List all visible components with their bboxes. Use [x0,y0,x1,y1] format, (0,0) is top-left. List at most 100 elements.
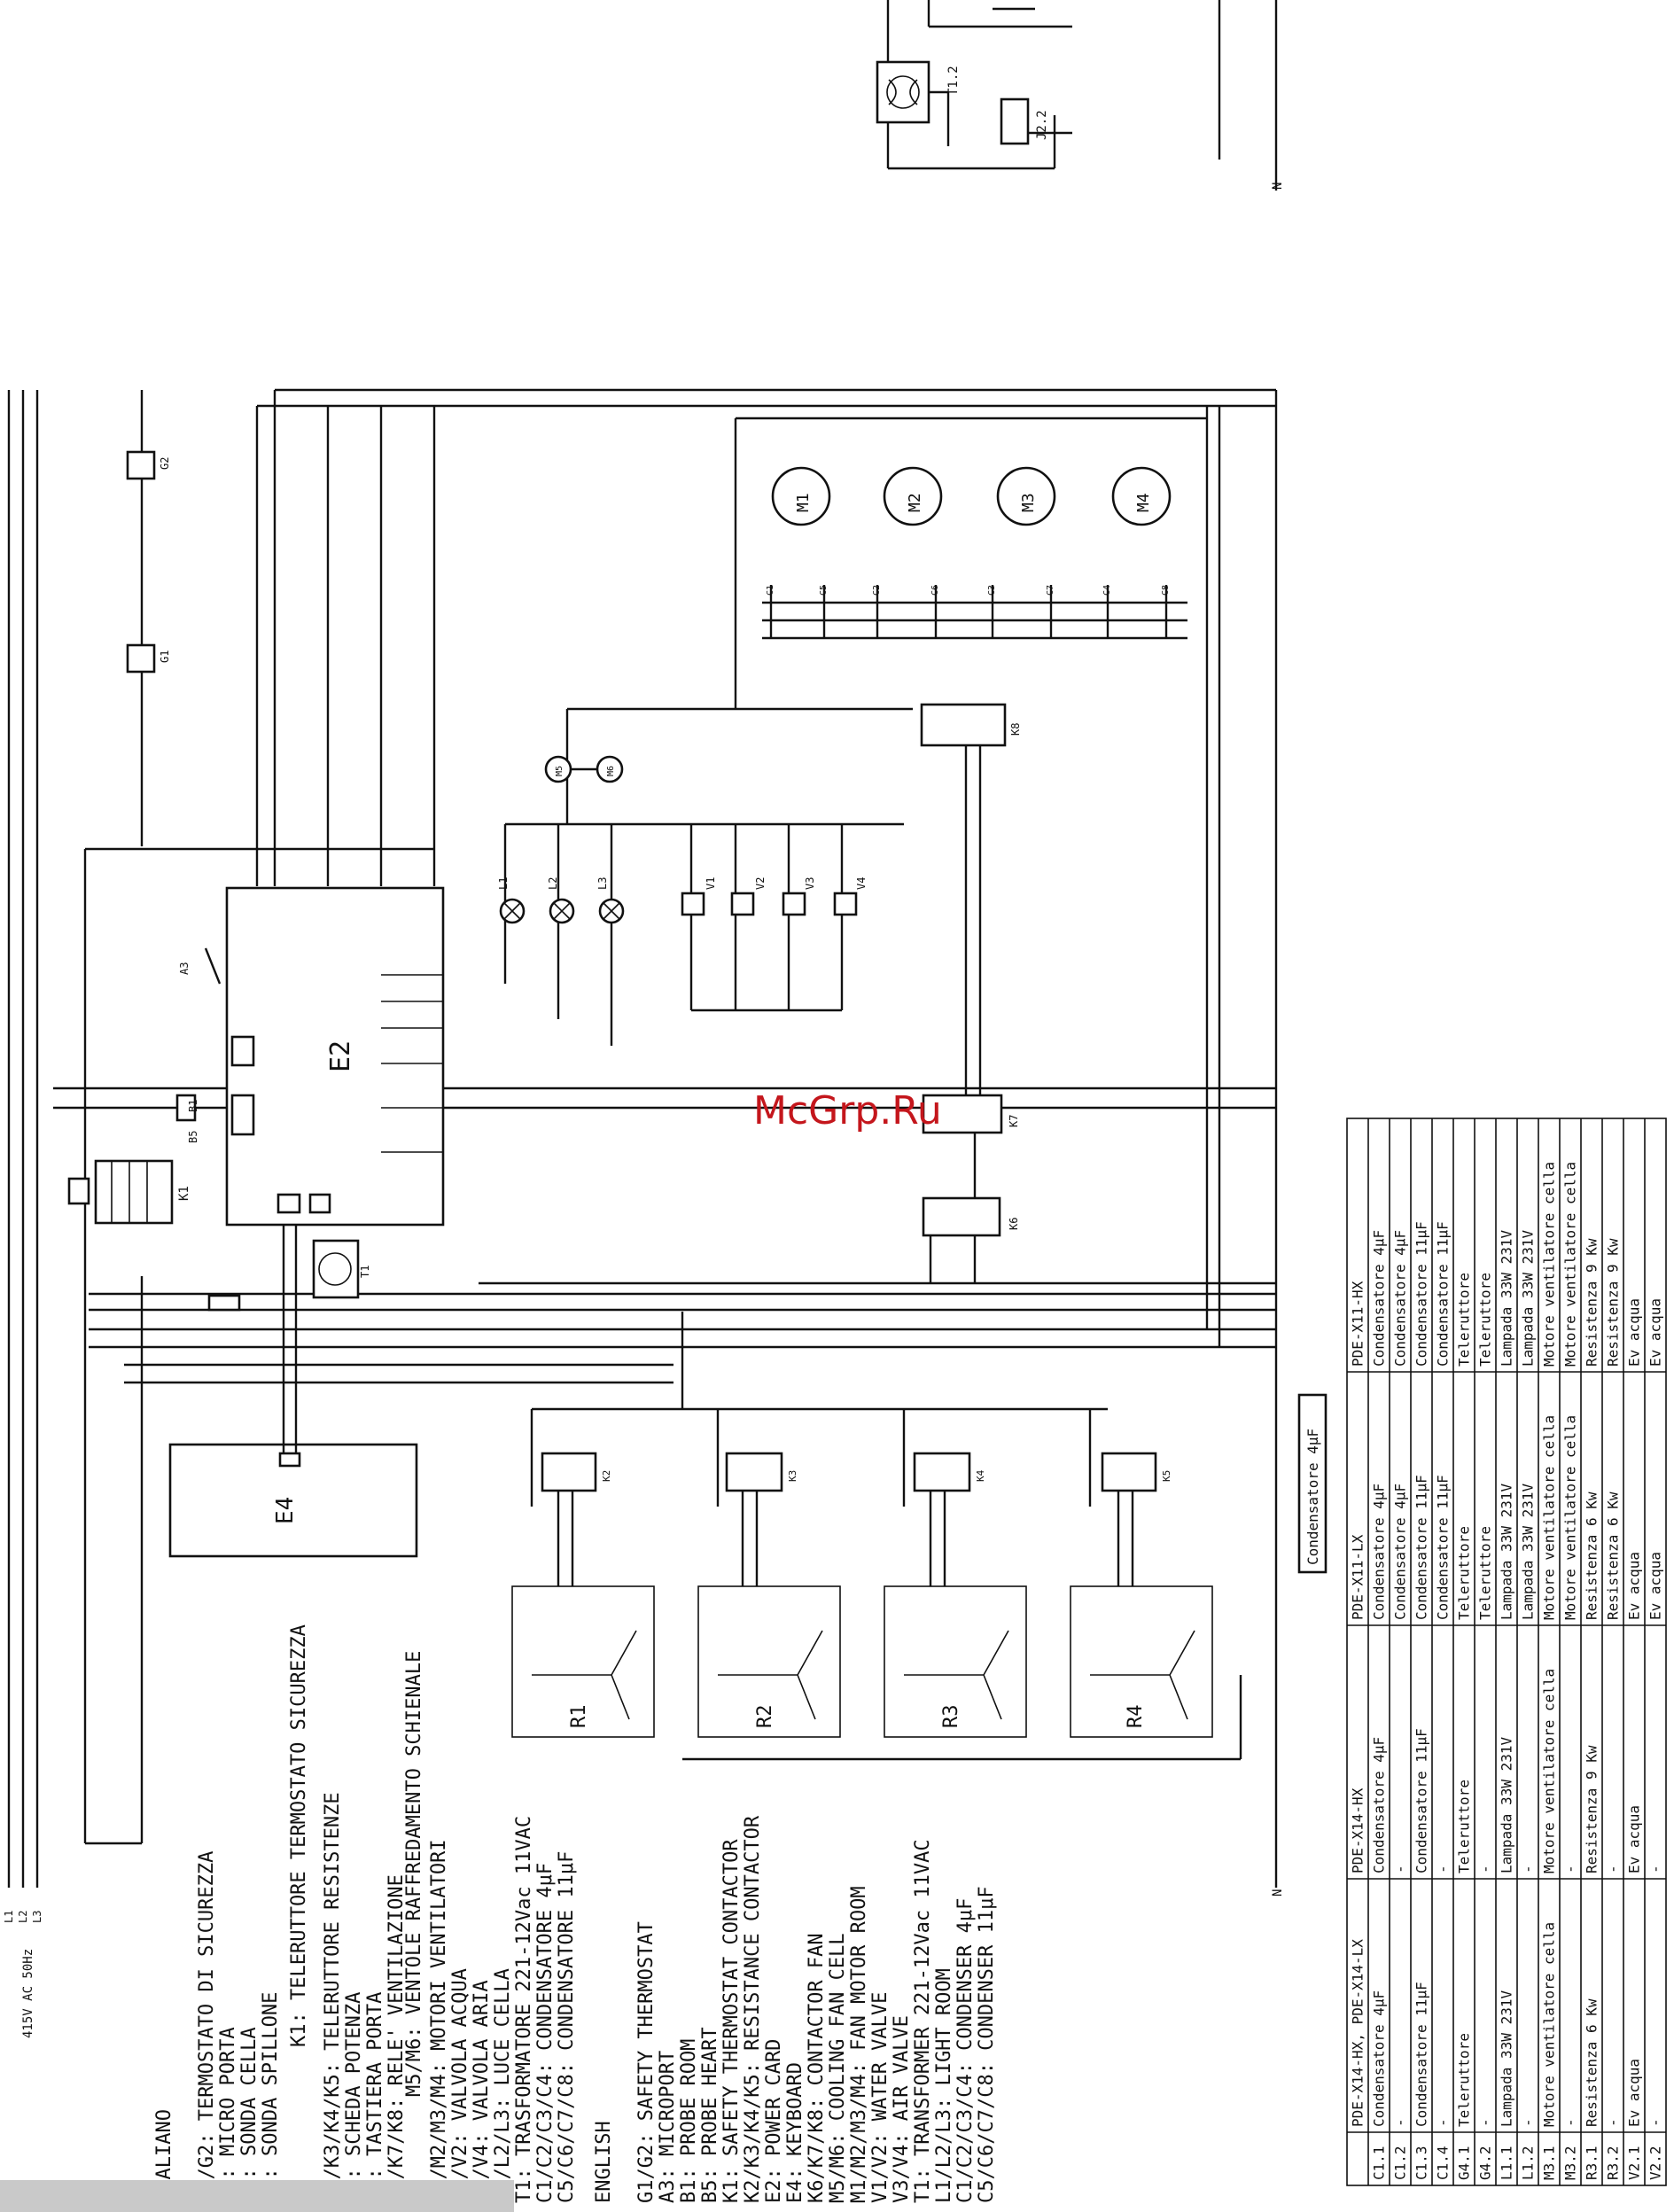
label-r3: R3 [940,1705,962,1729]
table-cell: - [1391,1865,1408,1873]
table-cell: R3.1 [1583,2146,1600,2180]
table-cell: Ev acqua [1647,1298,1663,1367]
label-neutral: N [1271,1889,1285,1897]
label-m1: M1 [794,493,813,512]
legend-en-line: E4: KEYBOARD [784,2062,806,2203]
table-cell: Resistenza 9 Kw [1583,1238,1600,1367]
table-cell: Motore ventilatore cella [1540,1415,1557,1620]
table-cell: Teleruttore [1476,1273,1493,1367]
motors: M1 M2 M3 M4 C1 C5 C2 C6 C3 C7 C4 C8 [734,417,1207,709]
label-k4: K4 [975,1469,986,1482]
table-cell: - [1561,2118,1578,2127]
label-l2: L2 [547,877,559,890]
top-fragment: T1.2 J2.2 N [876,0,1285,191]
label-c7: C7 [1046,585,1055,596]
label-t12: T1.2 [946,66,961,96]
contactor-k1: K1 [67,1159,191,1225]
label-r2: R2 [754,1705,776,1729]
table-cell: - [1604,2118,1621,2127]
table-cell: Teleruttore [1455,1780,1472,1873]
table-cell: Lampada 33W 231V [1519,1230,1536,1367]
table-cell: M3.2 [1561,2146,1578,2180]
table-cell: - [1647,2118,1663,2127]
table-cell: Motore ventilatore cella [1540,1162,1557,1367]
legend-en-line: K6/K7/K8: CONTACTOR FAN [806,1933,828,2203]
table-cell: Lampada 33W 231V [1498,1484,1514,1620]
table-cell: Teleruttore [1455,1526,1472,1620]
label-v3: V3 [804,877,816,890]
table-cell: Condensatore 4μF [1370,1230,1387,1367]
table-cell: Teleruttore [1476,1526,1493,1620]
table-header: PDE-X14-HX, PDE-X14-LX [1349,1939,1366,2127]
table-cell: C1.3 [1413,2146,1429,2180]
table-cell: Lampada 33W 231V [1498,1990,1514,2127]
label-v1: V1 [705,877,717,890]
table-cell: V2.1 [1625,2146,1642,2180]
table-cell: C1.4 [1434,2146,1451,2180]
table-cell: Teleruttore [1455,1273,1472,1367]
contactor-k8: K8 [920,703,1022,1099]
legend-it-line: K6/K7/K8: RELE' VENTILAZIONE [385,1874,408,2203]
supply-bus: L1 L2 L3 415V AC 50Hz N [3,390,1285,2038]
table-cell: Resistenza 6 Kw [1583,1492,1600,1620]
table-cell: Condensatore 4μF [1370,1737,1387,1873]
label-b1: B1 [187,1100,199,1112]
legend-it-line: A3: MICRO PORTA [217,2027,239,2203]
label-r1: R1 [568,1705,590,1729]
table-cell: Resistenza 9 Kw [1604,1238,1621,1367]
label-v2: V2 [754,877,767,890]
lights: L1 L2 L3 [497,822,904,1046]
table-cell: - [1519,2118,1536,2127]
legend-it-line: E4: TASTIERA PORTA [364,1992,386,2203]
legend-it-line: G1/G2: TERMOSTATO DI SICUREZZA [196,1851,218,2203]
table-header: PDE-X11-HX [1349,1281,1366,1367]
legend-it-line: V1/V2: VALVOLA ACQUA [449,1968,471,2203]
table-cell: Ev acqua [1647,1552,1663,1620]
table-cell: - [1434,1865,1451,1873]
legend-it-line: K1: TELERUTTORE TERMOSTATO SICUREZZA [288,1624,310,2047]
table-cell: G4.1 [1455,2146,1472,2180]
footer-bar [0,2180,514,2212]
label-m3: M3 [1019,493,1038,512]
capacitor-note: Condensatore 4μF [1297,1393,1328,1574]
label-v4: V4 [855,877,868,890]
bus-wires [53,388,1276,1845]
label-l3: L3 [596,877,609,890]
label-phase-l2: L2 [17,1911,29,1923]
table-cell: Ev acqua [1625,2059,1642,2127]
table-cell: L1.1 [1498,2146,1514,2180]
label-m2: M2 [906,493,924,512]
table-cell: Condensatore 11μF [1413,1728,1429,1873]
label-m6: M6 [606,766,616,776]
keyboard-e4: E4 [168,1225,418,1558]
label-phase-l3: L3 [31,1911,43,1923]
label-m5: M5 [555,766,564,776]
legend-it-line: B5: SONDA SPILLONE [260,1992,282,2203]
table-cell: - [1476,2118,1493,2127]
thermostats: G2 G1 [126,390,171,846]
table-cell: Resistenza 6 Kw [1583,1998,1600,2127]
table-cell: Teleruttore [1455,2033,1472,2127]
supply-voltage-label: 415V AC 50Hz [21,1949,35,2038]
label-c3: C3 [987,585,997,596]
table-cell: Motore ventilatore cella [1540,1922,1557,2127]
table-cell: Motore ventilatore cella [1561,1162,1578,1367]
table-cell: Lampada 33W 231V [1498,1737,1514,1873]
legend-en-line: V1/V2: WATER VALVE [869,1992,892,2203]
legend-italian: ITALIANO G1/G2: TERMOSTATO DI SICUREZZA … [153,1624,578,2203]
table-cell: Condensatore 4μF [1370,1484,1387,1620]
label-l1: L1 [497,877,510,890]
legend-it-line: K2/K3/K4/K5: TELERUTTORE RESISTENZE [322,1792,344,2203]
valves: V1 V2 V3 V4 [681,877,868,916]
label-e4: E4 [272,1497,299,1524]
legend-it-line: C5/C6/C7/C8: CONDENSATORE 11μF [556,1851,578,2203]
table-cell: - [1647,1865,1663,1873]
legend-en-line: M5/M6: COOLING FAN CELL [827,1933,849,2203]
label-c4: C4 [1102,585,1112,596]
table-cell: Resistenza 6 Kw [1604,1492,1621,1620]
legend-it-line: L1/L2/L3: LUCE CELLA [492,1968,514,2203]
table-cell: Lampada 33W 231V [1519,1484,1536,1620]
legend-en-line: B1: PROBE ROOM [678,2039,700,2203]
table-cell: Condensatore 11μF [1413,1221,1429,1367]
